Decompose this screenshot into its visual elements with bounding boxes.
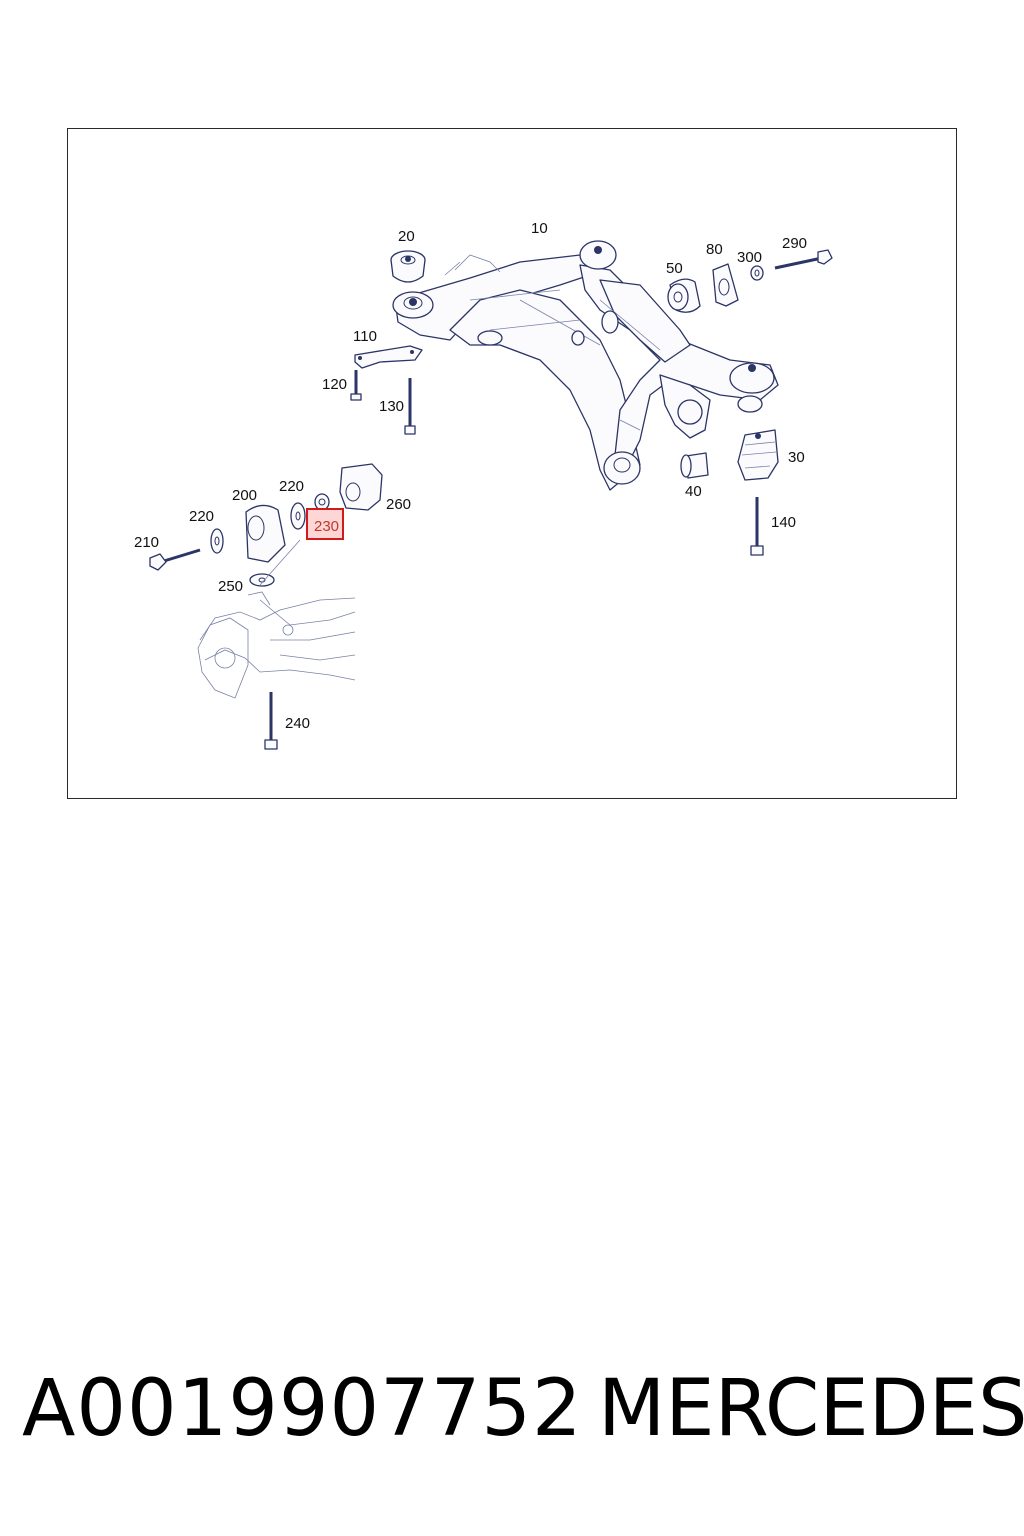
brand-name: MERCEDES xyxy=(598,1364,1024,1454)
callout-220-left: 220 xyxy=(189,508,214,525)
bolt-part-140[interactable] xyxy=(750,497,764,556)
callout-50: 50 xyxy=(666,260,683,277)
callout-220-right: 220 xyxy=(279,478,304,495)
callout-240: 240 xyxy=(285,715,310,732)
callout-260: 260 xyxy=(386,496,411,513)
callout-40: 40 xyxy=(685,483,702,500)
callout-110: 110 xyxy=(353,328,377,345)
bolt-part-130[interactable] xyxy=(404,378,416,435)
cover-part-80[interactable] xyxy=(712,263,739,307)
washer-part-250[interactable] xyxy=(249,573,275,587)
washer-part-220-left[interactable] xyxy=(210,528,224,554)
bolt-part-290[interactable] xyxy=(774,249,833,270)
nut-part-230[interactable] xyxy=(314,493,330,511)
differential-housing xyxy=(197,539,356,699)
bolt-part-120[interactable] xyxy=(350,370,362,401)
highlight-box-230 xyxy=(306,508,344,540)
callout-130: 130 xyxy=(379,398,404,415)
washer-part-300[interactable] xyxy=(750,265,764,281)
bushing-part-50[interactable] xyxy=(667,278,701,313)
bolt-part-210[interactable] xyxy=(149,548,201,571)
callout-250: 250 xyxy=(218,578,243,595)
callout-200: 200 xyxy=(232,487,257,504)
bolt-part-240[interactable] xyxy=(264,692,278,750)
mount-part-30[interactable] xyxy=(737,429,779,481)
diagram-frame xyxy=(67,128,957,799)
callout-300: 300 xyxy=(737,249,762,266)
callout-290: 290 xyxy=(782,235,807,252)
callout-230[interactable]: 230 xyxy=(314,518,339,535)
washer-part-220-right[interactable] xyxy=(290,502,306,530)
callout-120: 120 xyxy=(322,376,347,393)
bushing-part-20[interactable] xyxy=(390,250,426,283)
callout-30: 30 xyxy=(788,449,805,466)
bushing-part-40[interactable] xyxy=(680,452,709,479)
callout-80: 80 xyxy=(706,241,723,258)
part-number: A0019907752 xyxy=(22,1364,583,1454)
subframe-part-10[interactable] xyxy=(392,240,779,491)
callout-10: 10 xyxy=(531,220,548,237)
callout-20: 20 xyxy=(398,228,415,245)
mount-part-260[interactable] xyxy=(339,463,383,511)
callout-140: 140 xyxy=(771,514,796,531)
callout-210: 210 xyxy=(134,534,159,551)
bracket-part-110[interactable] xyxy=(354,345,423,369)
mount-part-200[interactable] xyxy=(245,504,286,563)
